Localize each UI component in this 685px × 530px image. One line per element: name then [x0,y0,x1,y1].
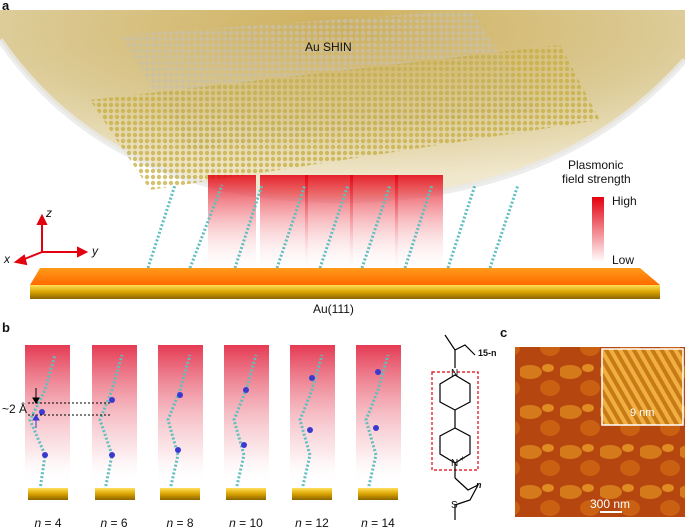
atom-s: S [451,500,458,511]
axis-y-label: y [92,244,98,258]
atom-n-top: N [451,368,459,379]
au111-label: Au(111) [313,302,354,316]
nitrogen-atoms [39,369,381,458]
distance-label: ~2 Å [2,402,28,416]
au111-substrate [30,285,660,299]
n-label-14: n = 14 [361,516,395,530]
legend-high: High [612,194,637,208]
n-label-6: n = 6 [100,516,128,530]
axis-x-label: x [4,252,10,266]
panel-c [515,347,685,517]
panel-b-molecules [28,354,390,491]
atom-plus: + [460,454,465,463]
panel-b [25,334,480,520]
n-label-12: n = 12 [295,516,329,530]
atom-n-bottom: N [451,458,459,469]
n-label-10: n = 10 [229,516,263,530]
panel-letter-b: b [2,320,10,335]
scale-label-inset: 9 nm [630,407,655,419]
axes-triad [13,213,89,266]
subscript-n: n [476,480,482,490]
distance-marker [28,388,110,428]
legend-low: Low [612,253,635,267]
afm-inset [601,348,684,426]
panel-letter-a: a [2,0,10,13]
legend-colorbar [592,197,604,262]
lower-sheet [90,45,600,190]
substrate-top [30,268,660,285]
legend-title-2: field strength [562,172,631,186]
molecules-a [146,184,520,269]
panel-b-fields [25,345,401,485]
panel-b-substrates [28,488,398,500]
legend-title-1: Plasmonic [568,158,624,172]
scale-label-main: 300 nm [590,497,631,511]
panel-letter-c: c [500,325,508,340]
chemical-structure [431,334,480,520]
panel-a [0,10,685,299]
au-shin-label: Au SHIN [305,40,352,54]
n-label-8: n = 8 [166,516,194,530]
n-label-4: n = 4 [34,516,62,530]
subscript-15-n: 15-n [478,348,497,358]
axis-z-label: z [46,206,52,220]
